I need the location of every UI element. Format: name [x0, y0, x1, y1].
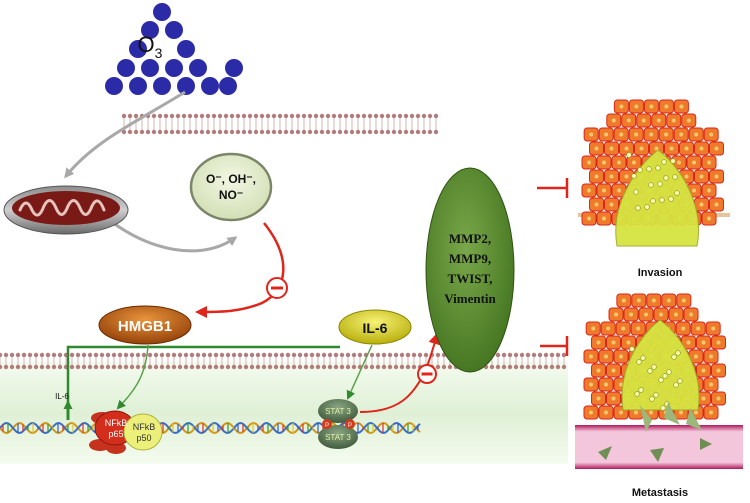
- ozone-atom: [117, 59, 135, 77]
- stat3-upper: [318, 399, 358, 423]
- il6-node: IL-6: [338, 309, 412, 345]
- nfkb-p50: [123, 413, 163, 451]
- ozone-atom: [201, 77, 219, 95]
- stat3-lower: [318, 425, 358, 449]
- ozone-atom: [141, 59, 159, 77]
- hmgb1-label: HMGB1: [118, 318, 172, 335]
- invasion-tumor: [578, 99, 730, 247]
- ozone-atom: [189, 59, 207, 77]
- ozone-atom: [177, 40, 195, 58]
- ozone-atom: [105, 77, 123, 95]
- phospho-left: [322, 419, 332, 429]
- ozone-atom: [129, 40, 147, 58]
- nfkb-complex: NFkB p65 NFkB p50: [89, 410, 163, 454]
- nucleus-region: [0, 362, 568, 464]
- metastasis-tumor: [575, 293, 743, 469]
- mitochondria-icon: [3, 185, 129, 235]
- hmgb1-node: HMGB1: [98, 305, 192, 345]
- ros-line1: O⁻, OH⁻,: [206, 172, 256, 186]
- ozone-atoms: [105, 3, 243, 95]
- ozone-atom: [141, 21, 159, 39]
- phospho-right: [345, 419, 355, 429]
- phospho-right-label: P: [348, 423, 352, 429]
- inhibit-bar-invasion: [537, 178, 569, 198]
- ozone-label: O3: [138, 32, 163, 61]
- metastasis-label: Metastasis: [632, 487, 688, 499]
- ozone-atom: [165, 21, 183, 39]
- mito-to-ros-arrow: [111, 220, 238, 253]
- ros-bubble: O⁻, OH⁻, NO⁻: [189, 152, 273, 222]
- ros-line2: NO⁻: [219, 188, 243, 202]
- ozone-to-mito-arrow: [64, 90, 186, 179]
- target-vimentin: Vimentin: [444, 291, 496, 306]
- ozone-atom: [219, 77, 237, 95]
- target-mmp9: MMP9,: [449, 251, 491, 266]
- stat3-upper-label: STAT 3: [325, 407, 351, 416]
- inhibit-bar-metastasis: [540, 336, 569, 356]
- phospho-left-label: P: [325, 423, 329, 429]
- nfkb-p50-label: NFkB: [133, 422, 156, 432]
- ozone-atom: [177, 77, 195, 95]
- il6-label: IL-6: [363, 320, 388, 336]
- blood-vessel: [575, 425, 743, 469]
- cell-membrane: [121, 113, 439, 135]
- stat3-dimer: STAT 3 STAT 3 P P: [318, 399, 358, 449]
- target-genes-oval: MMP2, MMP9, TWIST, Vimentin: [425, 167, 515, 373]
- invasion-label: Invasion: [638, 267, 683, 279]
- ozone-atom: [225, 59, 243, 77]
- target-mmp2: MMP2,: [449, 231, 491, 246]
- ozone-atom: [153, 77, 171, 95]
- nfkb-p65-sublabel: p65: [108, 429, 123, 439]
- ozone-atom: [129, 77, 147, 95]
- il6-to-stat3-arrow: [346, 344, 373, 400]
- hmgb1-to-nfkb-arrow: [116, 344, 149, 410]
- nfkb-p50-sublabel: p50: [136, 433, 151, 443]
- inhibit-symbol-stat3: [417, 364, 437, 384]
- target-twist: TWIST,: [448, 271, 493, 286]
- ros-to-hmgb1-inhibit-arrow: [195, 222, 285, 318]
- inhibit-symbol-ros: [266, 277, 288, 299]
- ozone-molecule: O3: [105, 3, 243, 95]
- stat3-lower-label: STAT 3: [325, 433, 351, 442]
- il6-feedback-line: [66, 345, 340, 420]
- nfkb-p65-label: NFkB: [105, 418, 128, 428]
- ozone-atom: [153, 3, 171, 21]
- migrating-cells: [598, 402, 712, 462]
- il6-gene-label: IL-6: [55, 392, 69, 401]
- ozone-atom: [165, 59, 183, 77]
